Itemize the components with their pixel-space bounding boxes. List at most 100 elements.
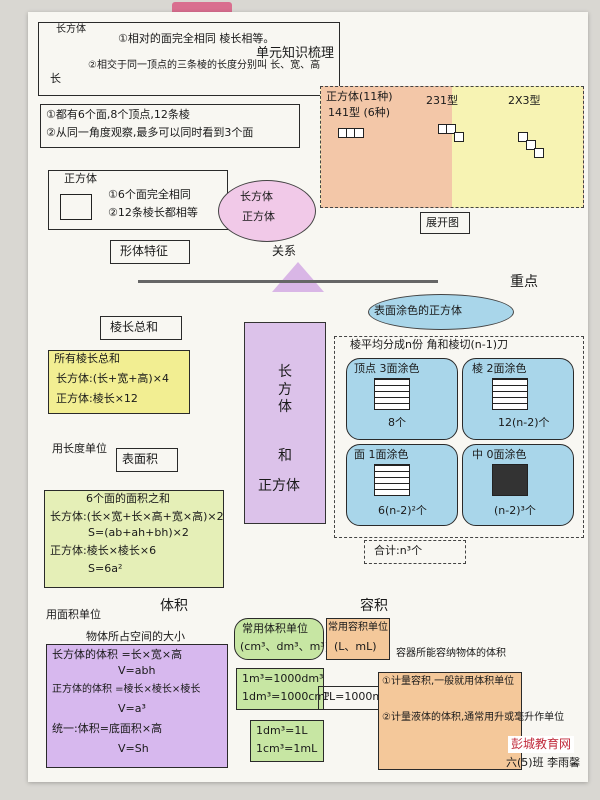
volume-f1: 长方体的体积 =长×宽×高 bbox=[52, 648, 183, 661]
mind-map-paper: 长方体 ①相对的面完全相同 棱长相等。 ②相交于同一顶点的三条棱的长度分别叫 长… bbox=[28, 12, 588, 782]
edge-label-k: 长 bbox=[50, 72, 61, 85]
surface-formula-box bbox=[44, 490, 224, 588]
unfold-box bbox=[420, 212, 470, 234]
center-title-2: 和 bbox=[278, 448, 292, 464]
volume-formula-box bbox=[46, 644, 228, 768]
vol-conv-1: 1m³=1000dm³ bbox=[242, 672, 324, 685]
net-tile bbox=[534, 148, 544, 158]
volume-label: 体积 bbox=[160, 598, 188, 614]
length-unit-label: 用长度单位 bbox=[52, 442, 107, 455]
center-title-1: 长方体 bbox=[278, 364, 292, 415]
key-point-label: 重点 bbox=[510, 274, 538, 290]
painted-0-label: 中 0面涂色 bbox=[472, 448, 527, 461]
unfold-label: 展开图 bbox=[426, 216, 459, 229]
volume-f4: V=a³ bbox=[118, 702, 146, 715]
cap-def: 容器所能容纳物体的体积 bbox=[396, 648, 506, 659]
painted-0-count: (n-2)³个 bbox=[494, 504, 536, 517]
up-arrow-icon bbox=[272, 262, 324, 292]
cube-sketch-icon bbox=[60, 194, 92, 220]
main-connector bbox=[138, 280, 438, 283]
top-title: 长方体 bbox=[56, 24, 86, 35]
volume-def: 物体所占空间的大小 bbox=[86, 630, 185, 643]
center-prism bbox=[244, 322, 326, 524]
relation-label: 关系 bbox=[272, 244, 297, 258]
painted-3-count: 8个 bbox=[388, 416, 406, 429]
edge-sum-label: 棱长总和 bbox=[110, 320, 159, 334]
painted-0-cube-icon bbox=[492, 464, 528, 496]
relation-cloud bbox=[218, 180, 316, 242]
painted-sub: 棱平均分成n份 角和棱切(n-1)刀 bbox=[350, 338, 508, 351]
painted-panel bbox=[334, 336, 584, 538]
total-label: 合计:n³个 bbox=[374, 544, 423, 557]
cube-note-1: ①6个面完全相同 bbox=[108, 188, 191, 201]
surface-formula-1: 长方体:(长×宽+长×高+宽×高)×2 bbox=[50, 510, 224, 523]
net-tile bbox=[454, 132, 464, 142]
painted-cloud bbox=[368, 294, 514, 330]
unit-summary-title: 单元知识梳理 bbox=[256, 46, 335, 61]
type-231: 231型 bbox=[426, 94, 458, 107]
volume-f3: 正方体的体积 =棱长×棱长×棱长 bbox=[52, 684, 201, 695]
painted-3-label: 顶点 3面涂色 bbox=[354, 362, 420, 375]
cap-units-box bbox=[326, 618, 390, 660]
cap-units-title: 常用容积单位 bbox=[328, 622, 388, 633]
painted-1-label: 面 1面涂色 bbox=[354, 448, 409, 461]
surface-formula-4: S=6a² bbox=[88, 562, 123, 575]
center-title-3: 正方体 bbox=[258, 478, 300, 494]
surface-label: 表面积 bbox=[122, 452, 159, 466]
relation-top: 长方体 bbox=[240, 190, 273, 203]
surface-box bbox=[116, 448, 178, 472]
painted-2-cube-icon bbox=[492, 378, 528, 410]
vol-units-title: 常用体积单位 bbox=[242, 622, 308, 635]
cap-note-1: ①计量容积,一般就用体积单位 bbox=[382, 676, 515, 687]
features-line-2: ②从同一角度观察,最多可以同时看到3个面 bbox=[46, 126, 254, 139]
type-141: 141型 (6种) bbox=[328, 106, 391, 119]
net-tile bbox=[518, 132, 528, 142]
top-note-1: ①相对的面完全相同 棱长相等。 bbox=[118, 32, 275, 45]
cube-note-2: ②12条棱长都相等 bbox=[108, 206, 198, 219]
cap-conv-1: 1L=1000mL bbox=[322, 690, 390, 703]
type-2x3: 2X3型 bbox=[508, 94, 541, 107]
capacity-label: 容积 bbox=[360, 598, 388, 614]
surface-formula-3: 正方体:棱长×棱长×6 bbox=[50, 544, 157, 557]
net-tile bbox=[526, 140, 536, 150]
shape-feature-label: 形体特征 bbox=[120, 244, 169, 258]
net-tile bbox=[354, 128, 364, 138]
signature: 六(5)班 李雨馨 bbox=[506, 756, 581, 769]
edge-sum-sub: 所有棱长总和 bbox=[54, 352, 120, 365]
edge-sum-box bbox=[100, 316, 182, 340]
painted-3-cube-icon bbox=[374, 378, 410, 410]
volume-f2: V=abh bbox=[118, 664, 156, 677]
painted-2-count: 12(n-2)个 bbox=[498, 416, 550, 429]
vol-conv-box bbox=[236, 668, 324, 710]
cap-note-2: ②计量液体的体积,通常用升或毫升作单位 bbox=[382, 712, 565, 723]
cube-title: 正方体 bbox=[64, 172, 97, 185]
edge-formula-1: 长方体:(长+宽+高)×4 bbox=[56, 372, 169, 385]
painted-1-cube-icon bbox=[374, 464, 410, 496]
volume-f5: 统一:体积=底面积×高 bbox=[52, 722, 163, 735]
cap-conv-2: 1dm³=1L bbox=[256, 724, 308, 737]
unfold-net-title: 正方体(11种) bbox=[326, 90, 393, 103]
net-tile bbox=[446, 124, 456, 134]
features-box bbox=[40, 104, 300, 148]
vol-units-box bbox=[234, 618, 324, 660]
watermark-logo: 彭城教育网 bbox=[508, 736, 575, 753]
area-unit-label: 用面积单位 bbox=[46, 608, 101, 621]
equiv-box bbox=[250, 720, 324, 762]
edge-formula-box bbox=[48, 350, 190, 414]
edge-formula-2: 正方体:棱长×12 bbox=[56, 392, 138, 405]
painted-2-label: 棱 2面涂色 bbox=[472, 362, 527, 375]
painted-1-count: 6(n-2)²个 bbox=[378, 504, 427, 517]
painted-title: 表面涂色的正方体 bbox=[374, 304, 462, 317]
vol-conv-2: 1dm³=1000cm³ bbox=[242, 690, 330, 703]
vol-units-list: (cm³、dm³、m³) bbox=[240, 640, 329, 653]
top-note-box bbox=[38, 22, 340, 96]
total-box bbox=[364, 540, 466, 564]
cap-notes-box bbox=[378, 672, 522, 770]
surface-formula-2: S=(ab+ah+bh)×2 bbox=[88, 526, 189, 539]
shape-feature-box bbox=[110, 240, 190, 264]
relation-bottom: 正方体 bbox=[242, 210, 275, 223]
top-note-2: ②相交于同一顶点的三条棱的长度分别叫 长、宽、高 bbox=[88, 60, 321, 71]
features-line-1: ①都有6个面,8个顶点,12条棱 bbox=[46, 108, 190, 121]
surface-sub: 6个面的面积之和 bbox=[86, 492, 170, 505]
cap-units-list: (L、mL) bbox=[334, 640, 377, 653]
